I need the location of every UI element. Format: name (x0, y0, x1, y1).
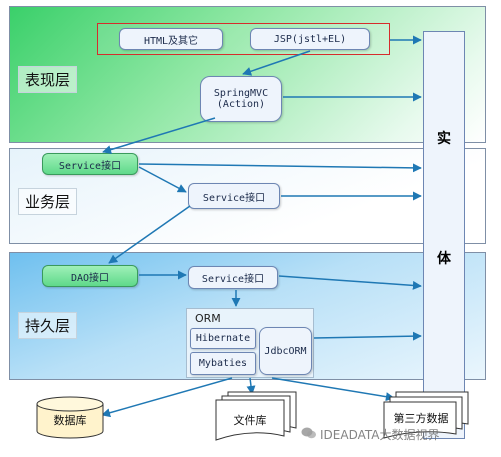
service-interface-left-box: Service接口 (42, 153, 138, 175)
entity-column: 实 体 (423, 31, 465, 439)
dao-interface-box: DAO接口 (42, 265, 138, 287)
arrow-service-left-to-service-mid (138, 166, 187, 193)
service-interface-mid-box: Service接口 (188, 183, 280, 209)
action-label: (Action) (216, 99, 266, 110)
springmvc-action-box: SpringMVC (Action) (200, 76, 282, 122)
document-stack-icon (215, 391, 297, 441)
entity-char-1: 实 (437, 131, 451, 147)
springmvc-label: SpringMVC (213, 88, 269, 99)
jsp-box: JSP(jstl+EL) (250, 28, 370, 50)
arrow-springmvc-to-service-left (102, 117, 216, 154)
arrow-orm-to-entity (313, 331, 422, 341)
persistence-layer-label: 持久层 (18, 312, 78, 339)
html-other-box: HTML及其它 (119, 28, 223, 50)
wechat-icon (301, 427, 316, 439)
third-party-stack-icon (383, 391, 469, 439)
database-label: 数据库 (53, 414, 87, 427)
presentation-layer-label: 表现层 (18, 66, 78, 93)
arrow-service-mid-to-dao (108, 205, 191, 264)
mybaties-box: Mybaties (190, 352, 256, 375)
arrow-orm-to-database (101, 377, 233, 418)
persistence-service-interface-box: Service接口 (188, 266, 278, 289)
arrow-jsp-to-springmvc (242, 50, 311, 76)
third-party-data-label: 第三方数据 (393, 412, 449, 425)
arrow-orm-to-files (246, 377, 256, 395)
arrow-service-to-entity (278, 275, 422, 290)
watermark-text: IDEADATA大数据视界 (320, 428, 440, 442)
entity-char-2: 体 (437, 251, 451, 267)
hibernate-box: Hibernate (190, 328, 256, 349)
jdbcorm-box: JdbcORM (259, 327, 312, 375)
file-library-label: 文件库 (233, 414, 267, 427)
arrow-service-left-to-entity (138, 163, 422, 173)
business-layer-label: 业务层 (18, 188, 78, 215)
database-cylinder-icon (36, 396, 104, 439)
orm-title: ORM (195, 312, 221, 325)
arrow-orm-to-thirdparty (271, 377, 395, 402)
